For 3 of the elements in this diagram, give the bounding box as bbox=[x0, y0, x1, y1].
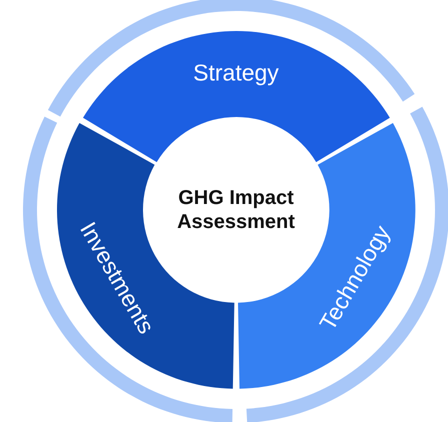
center-title: GHG Impact Assessment bbox=[176, 186, 296, 234]
ring-segment bbox=[82, 31, 390, 162]
segment-label: Strategy bbox=[193, 60, 279, 86]
